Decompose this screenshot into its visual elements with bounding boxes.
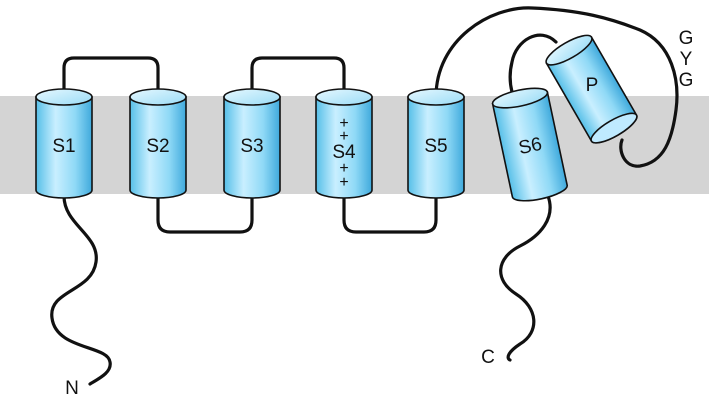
c-terminus-label: C — [481, 347, 495, 368]
helix-p-label: P — [586, 75, 599, 96]
loop-s4-s5 — [342, 194, 438, 234]
filter-residue: Y — [680, 49, 693, 70]
loop-s1-s2 — [62, 56, 160, 99]
helix-s2: S2 — [129, 88, 187, 199]
n-terminus-label: N — [65, 378, 79, 399]
c-terminal-tail — [499, 194, 552, 362]
loop-p-s6 — [508, 33, 558, 94]
helix-s5-label: S5 — [424, 136, 447, 157]
helix-s5: S5 — [407, 88, 465, 199]
helix-s6-label: S6 — [517, 134, 544, 159]
helix-s4: + + S4 + + — [315, 88, 373, 199]
loop-s3-s4 — [250, 56, 346, 99]
helix-s3-label: S3 — [240, 136, 263, 157]
helix-s3: S3 — [223, 88, 281, 199]
helix-s6: S6 — [491, 87, 568, 202]
charge-plus: + — [339, 160, 348, 177]
filter-residue: G — [679, 28, 694, 49]
helix-p — [545, 34, 638, 144]
charge-plus: + — [339, 128, 348, 145]
helix-s1: S1 — [35, 88, 93, 199]
loop-s2-s3 — [156, 194, 254, 234]
helix-s2-label: S2 — [146, 136, 169, 157]
helix-s1-label: S1 — [52, 136, 75, 157]
n-terminal-tail — [50, 194, 112, 386]
loop-s5-p — [434, 6, 679, 168]
charge-plus: + — [339, 115, 348, 132]
filter-residue: G — [679, 70, 694, 91]
helix-s4-label: S4 — [332, 142, 356, 163]
selectivity-filter: G Y G — [679, 28, 694, 91]
polypeptide-chain — [50, 6, 679, 386]
charge-plus: + — [339, 174, 348, 191]
